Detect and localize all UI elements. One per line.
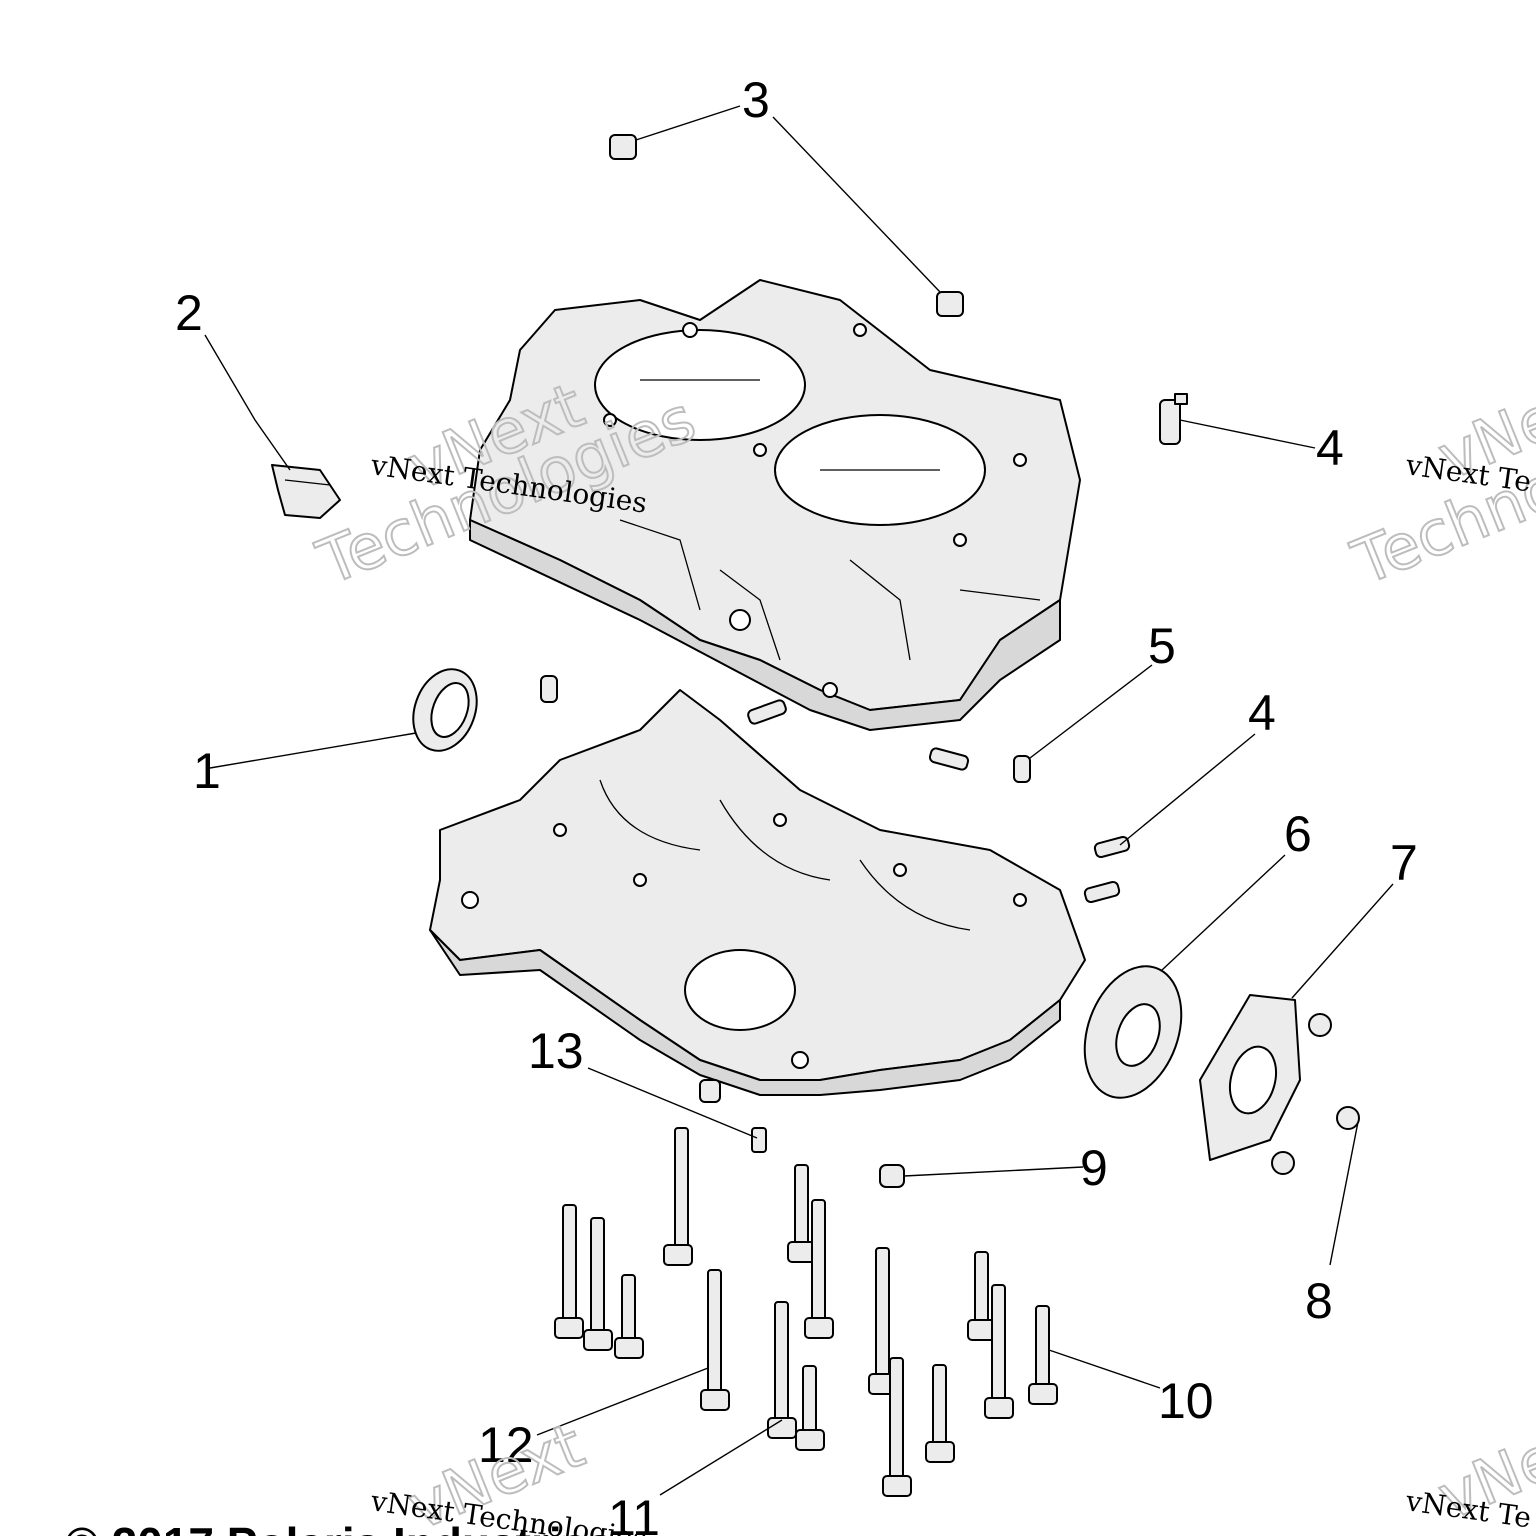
upper-crankcase [469, 279, 1081, 731]
callout-1: 1 [193, 743, 221, 799]
dowel-9 [879, 1164, 905, 1188]
callout-3: 3 [742, 72, 770, 128]
callout-12: 12 [478, 1417, 534, 1473]
screw-8a [1308, 1013, 1332, 1037]
dowel-5 [1013, 755, 1031, 783]
callout-9: 9 [1080, 1140, 1108, 1196]
callout-4a: 4 [1316, 420, 1344, 476]
cover-plate [1199, 994, 1301, 1161]
copyright-text: © 2017 Polaris Industries [65, 1518, 613, 1536]
callout-7: 7 [1390, 835, 1418, 891]
screw-8c [1271, 1151, 1295, 1175]
callout-11: 11 [608, 1490, 660, 1536]
fitting-4b [1083, 835, 1131, 904]
seal-disc [1083, 965, 1183, 1099]
fitting-4a [1159, 393, 1188, 445]
dowel-3a [609, 134, 637, 160]
callout-5: 5 [1148, 618, 1176, 674]
clip-part [271, 464, 341, 519]
screw-8b [1336, 1106, 1360, 1130]
callout-2: 2 [175, 285, 203, 341]
callout-10: 10 [1158, 1373, 1214, 1429]
leader-lines [204, 105, 1394, 1496]
dowel-3b [936, 291, 964, 317]
callout-13: 13 [528, 1023, 584, 1079]
bolt-13 [751, 1127, 767, 1153]
callout-labels: 1 2 3 4 4 5 6 7 8 9 10 11 12 13 [175, 72, 1418, 1536]
callout-4b: 4 [1248, 685, 1276, 741]
callout-6: 6 [1284, 806, 1312, 862]
lower-crankcase [429, 689, 1086, 1096]
callout-8: 8 [1305, 1273, 1333, 1329]
fitting-center [747, 699, 970, 771]
bolt-group [554, 1127, 1058, 1497]
oil-seal [412, 668, 478, 752]
dowel-misc [540, 675, 558, 703]
dowel-13 [699, 1079, 721, 1103]
